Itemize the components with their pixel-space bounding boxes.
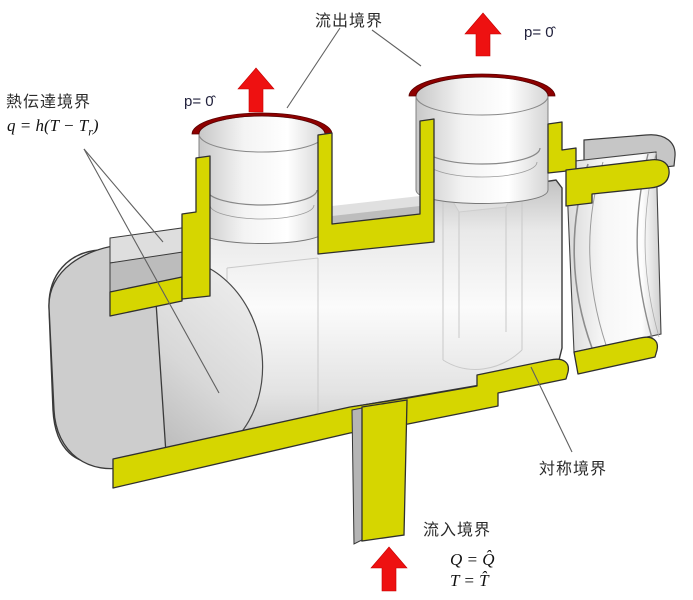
leader-lines [83, 27, 573, 453]
inflow-flow-equation: Q = Q̂ [450, 550, 495, 569]
cut-surfaces [109, 118, 670, 489]
inlet-pipe-cut [361, 399, 408, 542]
leader-heat-2 [83, 148, 220, 394]
leader-heat-1 [83, 148, 164, 243]
up-arrow-inlet-icon [370, 546, 408, 592]
barrel-top-band-dark [332, 206, 420, 224]
cut-bottom-strip [112, 358, 570, 489]
inflow-temperature-equation: T = T̂ [450, 571, 489, 590]
cut-right-port-wall [547, 121, 577, 174]
cut-u-between-ports [317, 118, 435, 255]
heat-formula-sub: r [88, 124, 93, 139]
leader-outflow-right [371, 29, 422, 67]
heat-formula-post: ) [92, 116, 99, 135]
heat-transfer-boundary-label: 熱伝達境界 [6, 94, 92, 111]
inlet-pipe-edge [351, 407, 363, 545]
outlet-pressure-right-label: p= 0̂ [524, 24, 554, 41]
inflow-boundary-label: 流入境界 [423, 522, 492, 539]
outflow-boundary-label: 流出境界 [315, 13, 384, 30]
symmetry-boundary-label: 対称境界 [539, 461, 608, 478]
left-outlet-cavity [198, 115, 326, 244]
flow-arrows [237, 12, 502, 592]
right-outlet-rim-outflow [408, 73, 556, 97]
outlet-pressure-left-label: p= 0̂ [184, 93, 214, 110]
up-arrow-left-outlet-icon [237, 67, 275, 113]
cut-left-port-wall [181, 155, 211, 300]
right-outlet-cavity [415, 76, 549, 204]
up-arrow-right-outlet-icon [464, 12, 502, 57]
heat-formula-pre: q = h(T − T [7, 116, 89, 135]
leader-symmetry [530, 366, 573, 453]
barrel-top-band-light [332, 196, 420, 216]
cut-socket-bottom-bar [573, 336, 659, 375]
leader-outflow-left [286, 27, 341, 109]
cut-right-top-bar [565, 159, 670, 207]
heat-transfer-formula: q = h(T − Tr) [7, 116, 99, 139]
